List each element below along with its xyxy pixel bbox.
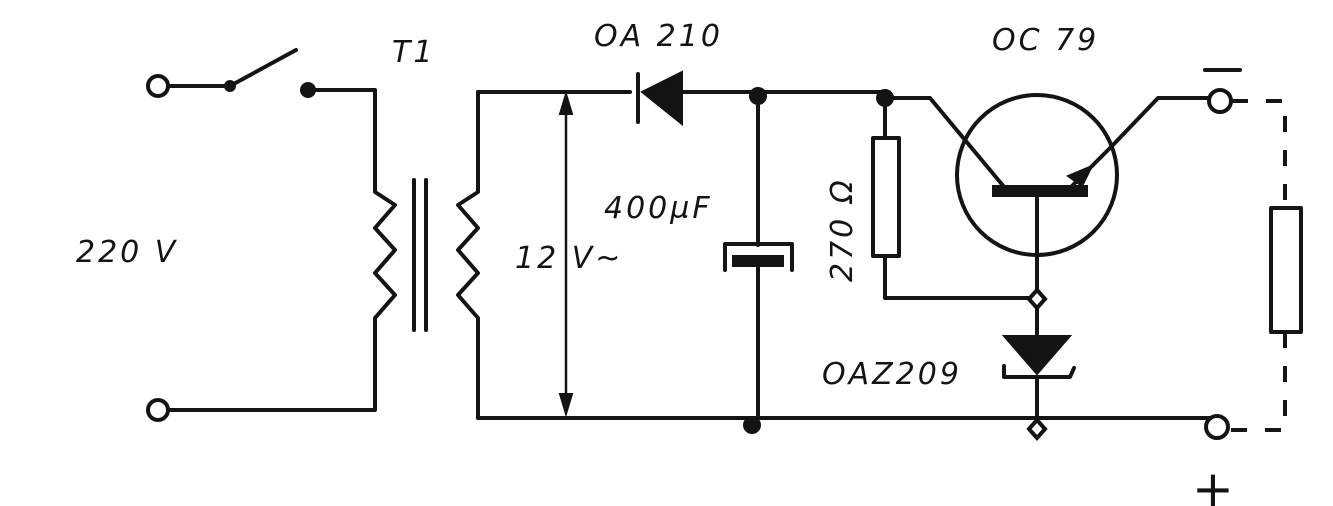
label-t1: T1 (392, 35, 435, 70)
junction-base-zener (1026, 286, 1048, 312)
capacitor-400uf (723, 87, 794, 434)
label-plus: + (1192, 460, 1234, 506)
zener-oaz209 (1001, 286, 1076, 442)
transistor-base-bar (992, 185, 1088, 197)
secondary-winding (456, 90, 480, 420)
resistor-body (871, 136, 901, 258)
junction-cap-bottom (743, 416, 761, 434)
wire-switch-to-primary (306, 88, 377, 172)
output-section (1203, 68, 1303, 440)
wire-input-bottom (166, 333, 377, 412)
output-terminal-negative (1207, 88, 1233, 114)
input-terminal-top (146, 74, 170, 98)
transistor-collector-lead (883, 96, 1007, 190)
mains-input (146, 48, 377, 422)
switch-blade (228, 48, 298, 88)
arrow-head-top (558, 90, 574, 115)
wire-resistor-to-base (883, 254, 1039, 300)
load-wire-bottom (1230, 332, 1287, 432)
voltage-arrow (558, 90, 574, 418)
resistor-270 (871, 89, 1039, 300)
input-terminal-bottom (146, 398, 170, 422)
label-270-ohm: 270 Ω (825, 177, 860, 282)
diode-triangle (640, 70, 683, 127)
label-oa210: OA 210 (594, 19, 723, 54)
capacitor-plate-open (723, 242, 794, 272)
transistor-emitter-arrow (1065, 164, 1095, 188)
transformer-t1 (373, 90, 480, 420)
label-oaz209: OAZ209 (822, 357, 962, 392)
output-terminal-positive (1204, 414, 1230, 440)
diode-oa210 (636, 70, 887, 127)
transistor-oc79 (883, 93, 1214, 300)
primary-winding (373, 168, 397, 337)
label-400uf: 400µF (604, 191, 713, 226)
wire-emitter-to-output (1110, 96, 1214, 148)
load-resistor (1269, 206, 1303, 334)
load-wire-top (1232, 99, 1287, 208)
label-oc79: OC 79 (992, 23, 1099, 58)
junction-zener-ground (1026, 416, 1048, 442)
arrow-head-bottom (558, 393, 574, 418)
switch-pivot (224, 80, 236, 92)
label-12v: 12 V~ (515, 241, 623, 276)
label-220v: 220 V (76, 235, 178, 270)
zener-triangle (1001, 335, 1073, 376)
